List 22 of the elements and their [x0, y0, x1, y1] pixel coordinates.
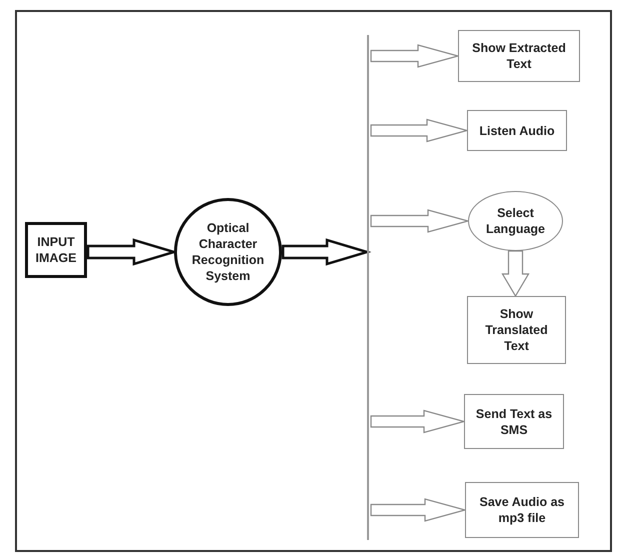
node-label: Optical Character Recognition System	[190, 220, 266, 284]
output-box	[465, 482, 579, 538]
input-box	[25, 222, 87, 278]
block-arrow	[370, 498, 468, 522]
block-arrow	[370, 410, 466, 434]
block-arrow	[370, 118, 470, 142]
output-box	[467, 296, 566, 364]
output-box	[467, 110, 567, 151]
node-label: Show Extracted Text	[471, 40, 567, 72]
node-label: Show Translated Text	[484, 306, 549, 354]
output-box	[458, 30, 580, 82]
block-arrow	[501, 250, 530, 298]
block-arrow	[282, 238, 372, 266]
node-label: Save Audio as mp3 file	[478, 494, 566, 526]
node-label: Select Language	[484, 205, 546, 237]
block-arrow	[370, 209, 470, 233]
node-label: INPUT IMAGE	[34, 234, 78, 266]
block-arrow	[370, 44, 460, 68]
node-label: Send Text as SMS	[474, 406, 554, 438]
vertical-line	[367, 35, 369, 540]
node-label: Listen Audio	[479, 122, 555, 138]
output-box	[464, 394, 564, 449]
